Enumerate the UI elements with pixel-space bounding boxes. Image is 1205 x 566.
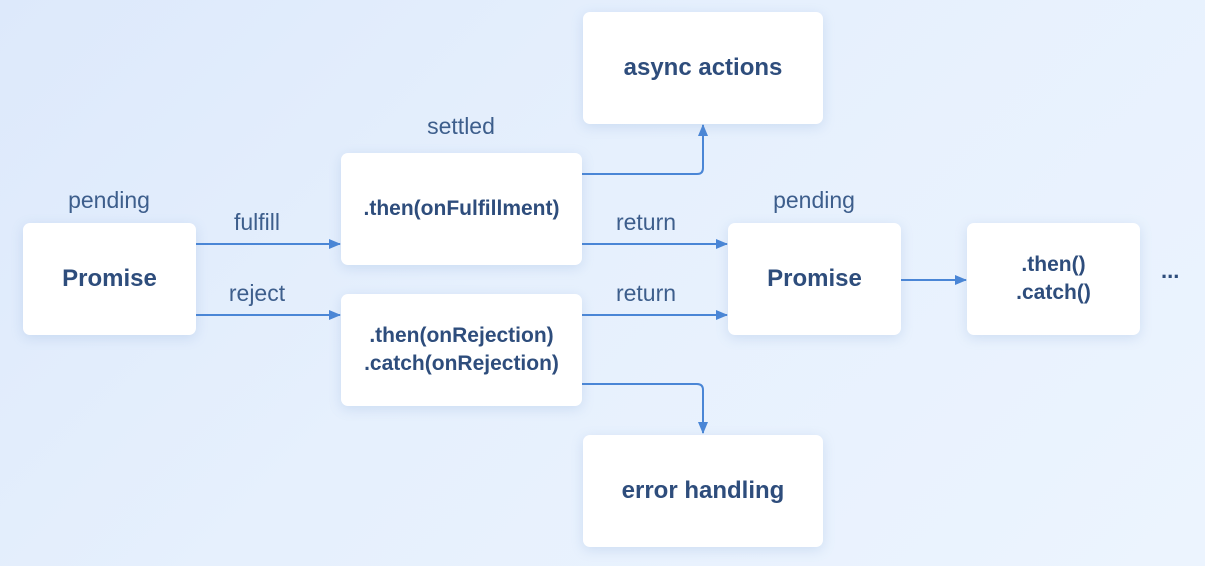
reject-label: reject — [228, 280, 286, 306]
error-handling-box: error handling — [583, 435, 823, 547]
then-fulfillment-text: .then(onFulfillment) — [363, 196, 560, 220]
then-fulfillment-box: .then(onFulfillment) — [341, 153, 582, 265]
continuation-ellipsis: ... — [1161, 258, 1180, 283]
catch-rejection-text: .catch(onRejection) — [364, 352, 559, 375]
then-text: .then() — [1021, 252, 1086, 276]
then-rejection-text: .then(onRejection) — [369, 323, 554, 347]
return-label-top: return — [615, 209, 677, 235]
promise-box-right-text: Promise — [767, 264, 862, 292]
error-handling-text: error handling — [621, 476, 785, 504]
then-catch-box: .then() .catch() — [967, 223, 1140, 335]
async-actions-text: async actions — [623, 53, 783, 81]
then-rejection-box: .then(onRejection) .catch(onRejection) — [341, 294, 582, 406]
async-actions-box: async actions — [583, 12, 823, 124]
catch-text: .catch() — [1016, 281, 1091, 304]
pending-label-right: pending — [773, 187, 855, 213]
pending-label-left: pending — [68, 187, 150, 213]
settled-label: settled — [427, 113, 495, 139]
async-actions-connector — [582, 124, 708, 175]
promise-box-left-text: Promise — [62, 264, 157, 292]
return-label-bottom: return — [615, 280, 677, 306]
error-handling-connector — [582, 383, 708, 434]
fulfill-label: fulfill — [233, 209, 281, 235]
promise-box-right: Promise — [728, 223, 901, 335]
promise-box-left: Promise — [23, 223, 196, 335]
